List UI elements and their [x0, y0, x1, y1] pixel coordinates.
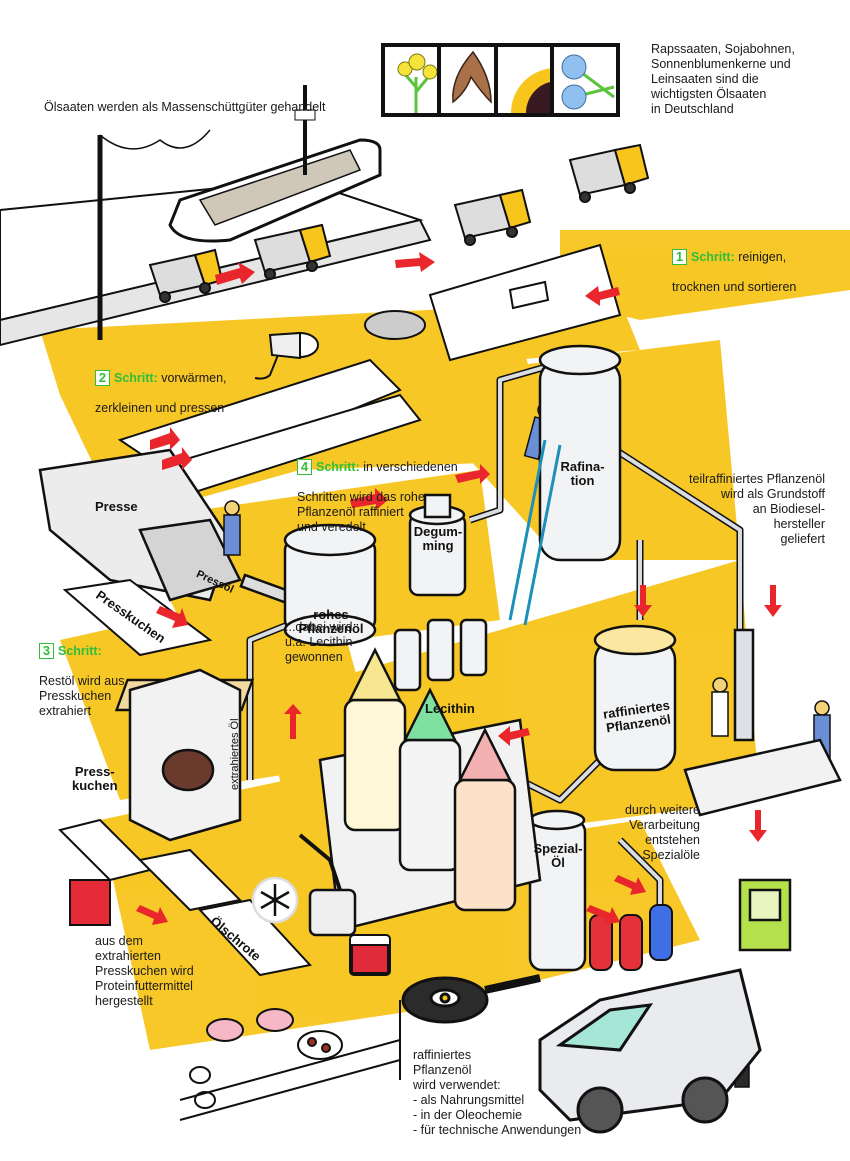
special-oil-label: Spezial- Öl [533, 841, 583, 870]
seeds-caption: Rapssaaten, Sojabohnen, Sonnenblumenkern… [651, 42, 795, 116]
arrow-12 [749, 810, 767, 842]
step-1: 1 Schritt: reinigen, trocknen und sortier… [672, 234, 850, 295]
trucks [148, 143, 650, 303]
paint-cup-icon [349, 934, 391, 976]
step-text: trocknen und sortieren [672, 280, 797, 294]
worker-press [223, 500, 241, 556]
degumming-label: Degum- ming [413, 524, 463, 553]
farm-animals [179, 1000, 401, 1121]
flow-arrows [136, 252, 782, 925]
press-cake-label: Press- kuchen [72, 764, 118, 793]
snowflake-icon [251, 876, 299, 924]
hair-dryer-icon [254, 331, 319, 380]
special-oil-column [528, 809, 587, 972]
step-word: Schritt: [114, 371, 158, 385]
arrow-10 [634, 585, 652, 617]
arrow-14 [586, 905, 620, 925]
step-2: 2 Schritt: vorwärmen, zerkleinen und pres… [95, 355, 305, 416]
feed-note: aus dem extrahierten Presskuchen wird Pr… [95, 934, 194, 1008]
step-number-1: 1 [672, 249, 687, 265]
frying-pan-icon [401, 974, 541, 1024]
step-word: Schritt: [58, 644, 102, 658]
step-word: Schritt: [316, 460, 360, 474]
extracted-oil-label: extrahiertes Öl [229, 718, 241, 790]
refination-label: Rafina- tion [560, 459, 605, 488]
cleaning-station [364, 243, 622, 362]
truck-4 [568, 143, 650, 203]
arrow-6 [350, 488, 388, 510]
arrow-16 [136, 905, 168, 925]
arrow-4 [150, 427, 180, 450]
arrow-8 [156, 606, 188, 628]
usage-note: raffiniertes Pflanzenöl wird verwendet: … [413, 1048, 582, 1137]
bulk-goods-note: Ölsaaten werden als Massenschüttgüter ge… [44, 100, 326, 114]
ladder [508, 439, 562, 626]
crude-oil-tank [283, 523, 377, 647]
step-word: Schritt: [691, 250, 735, 264]
step-number-3: 3 [39, 643, 54, 659]
extractor-machine [128, 668, 242, 842]
biodiesel-plant [683, 628, 842, 952]
step-text: reinigen, [738, 250, 787, 264]
step-text: zerkleinen und pressen [95, 401, 225, 415]
feed-box [69, 879, 111, 926]
step-text: in verschiedenen [363, 460, 458, 474]
tanks [114, 344, 677, 972]
biodiesel-note: teilraffiniertes Pflanzenöl wird als Gru… [689, 472, 825, 546]
lecithin-label: Lecithin [425, 701, 475, 716]
degumming-tank [408, 493, 467, 597]
refination-column [538, 344, 622, 562]
arrow-13 [498, 726, 530, 746]
arrow-3 [585, 286, 620, 306]
arrow-9 [284, 704, 302, 739]
arrow-15 [614, 875, 646, 895]
step-3: 3 Schritt: Restöl wird aus Presskuchen ex… [39, 628, 169, 719]
cargo-ship [168, 85, 382, 243]
arrow-7 [455, 464, 490, 484]
arrow-2 [395, 252, 435, 272]
arrow-1 [215, 262, 255, 285]
special-oils-note: durch weitere Verarbeitung entstehen Spe… [624, 803, 700, 862]
flax-icon [550, 43, 620, 117]
delivery-van [538, 968, 762, 1134]
step-text: Schritten wird das rohe Pflanzenöl raffi… [297, 490, 425, 534]
step-number-2: 2 [95, 370, 110, 386]
oil-can-icon [298, 833, 357, 937]
step-number-4: 4 [297, 459, 312, 475]
crude-oil-label: rohes Pflanzenöl [298, 607, 364, 636]
lecithin-note: ...dabei wird u.a. Lecithin gewonnen [285, 620, 353, 664]
refined-oil-tank [593, 624, 677, 772]
truck-3 [453, 188, 532, 246]
step-4: 4 Schritt: in verschiedenen Schritten wir… [297, 444, 517, 535]
press-label: Presse [95, 499, 138, 514]
step-text: vorwärmen, [161, 371, 227, 385]
presscake-belts [58, 578, 312, 977]
arrow-11 [764, 585, 782, 617]
worker-control [711, 677, 729, 737]
truck-2 [253, 223, 332, 280]
step-text: Restöl wird aus Presskuchen extrahiert [39, 674, 125, 718]
arrow-5 [162, 447, 192, 470]
lecithin-bottles [393, 618, 488, 692]
